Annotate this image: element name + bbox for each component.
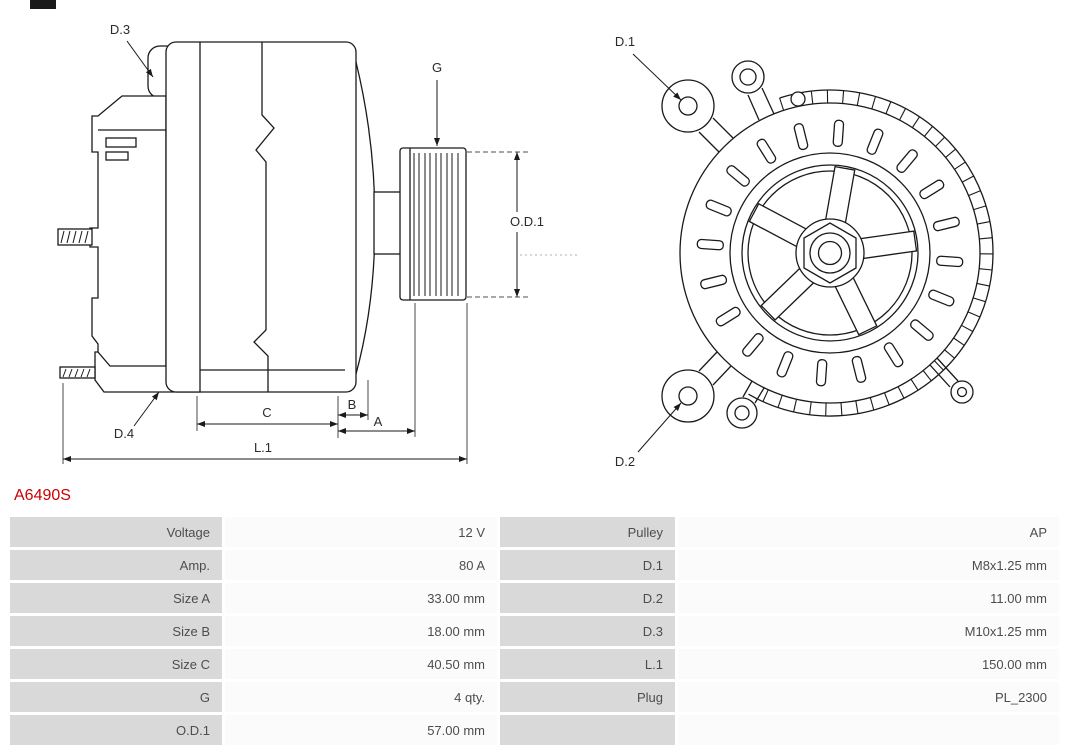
- mounting-tab-hole: [956, 386, 968, 398]
- vent-slots: [696, 119, 964, 387]
- leader-d1: [632, 53, 682, 101]
- side-view-drawing: [57, 41, 467, 393]
- table-row: O.D.1 57.00 mm: [10, 715, 1059, 745]
- pulley-rim-inner: [747, 170, 913, 336]
- pulley: [399, 147, 467, 301]
- spec-value: 4 qty.: [225, 682, 497, 712]
- spec-table: Voltage 12 V Pulley AP Amp. 80 A D.1 M8x…: [7, 514, 1062, 748]
- mounting-hole-d1: [678, 96, 698, 116]
- spec-value: 18.00 mm: [225, 616, 497, 646]
- dim-label-d4: D.4: [114, 426, 134, 441]
- spec-value: [678, 715, 1059, 745]
- dim-label-d1: D.1: [615, 34, 635, 49]
- table-row: Size C 40.50 mm L.1 150.00 mm: [10, 649, 1059, 679]
- front-view-drawing: D.1 D.2: [615, 34, 994, 469]
- pulley-grooves: [413, 153, 459, 296]
- spec-value: M10x1.25 mm: [678, 616, 1059, 646]
- dimension-annotations: D.3 D.4 G O.D.1 C B A L.1: [62, 22, 580, 464]
- spec-label: Amp.: [10, 550, 222, 580]
- spec-value: 150.00 mm: [678, 649, 1059, 679]
- spec-value: PL_2300: [678, 682, 1059, 712]
- part-number: A6490S: [14, 487, 71, 504]
- dim-label-d2: D.2: [615, 454, 635, 469]
- spec-value: AP: [678, 517, 1059, 547]
- spec-value: 57.00 mm: [225, 715, 497, 745]
- housing-vent: [105, 137, 137, 148]
- threaded-stud: [59, 366, 96, 379]
- mounting-boss-top-hole: [739, 68, 757, 86]
- dim-label-od1: O.D.1: [510, 214, 544, 229]
- leader-d3: [126, 40, 154, 78]
- alternator-technical-drawing: D.3 D.4 G O.D.1 C B A L.1: [30, 0, 994, 469]
- spec-label: Size C: [10, 649, 222, 679]
- spec-value: 11.00 mm: [678, 583, 1059, 613]
- dim-label-l1: L.1: [254, 440, 272, 455]
- pulley-spokes: [748, 165, 918, 336]
- spec-label: Size A: [10, 583, 222, 613]
- front-profile: [355, 61, 376, 375]
- spec-label: Size B: [10, 616, 222, 646]
- shaft-center: [817, 240, 843, 266]
- table-row: Voltage 12 V Pulley AP: [10, 517, 1059, 547]
- leader-d4: [133, 391, 160, 427]
- mounting-hole-d2: [678, 386, 698, 406]
- body-inner-edge: [729, 152, 931, 354]
- label-backing: [498, 212, 556, 232]
- spec-value: M8x1.25 mm: [678, 550, 1059, 580]
- front-bracket: [165, 41, 357, 393]
- dim-label-a: A: [374, 414, 383, 429]
- small-hole-top: [790, 91, 806, 107]
- spec-label: O.D.1: [10, 715, 222, 745]
- table-row: Size A 33.00 mm D.2 11.00 mm: [10, 583, 1059, 613]
- housing-vent: [105, 151, 129, 161]
- rear-housing: [89, 95, 167, 367]
- table-row: Amp. 80 A D.1 M8x1.25 mm: [10, 550, 1059, 580]
- table-row: G 4 qty. Plug PL_2300: [10, 682, 1059, 712]
- logo-fragment: [30, 0, 56, 9]
- leader-d2: [637, 402, 682, 453]
- dim-label-c: C: [262, 405, 271, 420]
- spec-value: 80 A: [225, 550, 497, 580]
- dim-label-d3: D.3: [110, 22, 130, 37]
- spec-value: 40.50 mm: [225, 649, 497, 679]
- shaft: [373, 191, 402, 255]
- spec-label: Plug: [500, 682, 675, 712]
- spec-label: Pulley: [500, 517, 675, 547]
- dim-label-b: B: [348, 397, 357, 412]
- spec-label: D.1: [500, 550, 675, 580]
- spec-value: 33.00 mm: [225, 583, 497, 613]
- mounting-boss-bottom-hole: [734, 405, 750, 421]
- spec-value: 12 V: [225, 517, 497, 547]
- lug-arms: [698, 87, 959, 404]
- table-row: Size B 18.00 mm D.3 M10x1.25 mm: [10, 616, 1059, 646]
- spec-label: [500, 715, 675, 745]
- spec-label: D.3: [500, 616, 675, 646]
- spec-label: L.1: [500, 649, 675, 679]
- spec-label: D.2: [500, 583, 675, 613]
- spec-label: Voltage: [10, 517, 222, 547]
- stator-teeth: [762, 89, 994, 416]
- thread-hatching: [60, 230, 91, 378]
- bracket-contour: [253, 42, 275, 392]
- spec-label: G: [10, 682, 222, 712]
- dim-label-g: G: [432, 60, 442, 75]
